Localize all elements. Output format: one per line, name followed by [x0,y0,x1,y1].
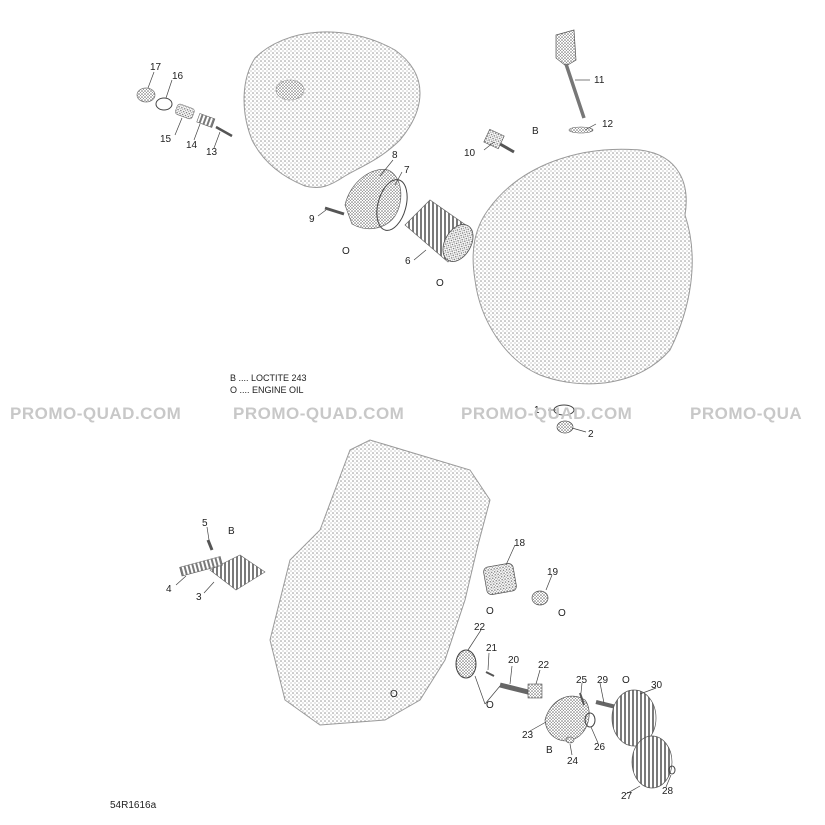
callout-18: 18 [514,538,526,549]
legend-engine-oil: O .... ENGINE OIL [230,385,304,395]
cover-boss [275,79,305,101]
callout-26: 26 [594,742,606,753]
callout-11: 11 [594,75,605,86]
callout-21: 21 [486,643,498,654]
rotor-22-left [455,649,477,679]
callout-12: 12 [602,119,614,130]
callout-b-10: B [532,126,539,137]
crankcase-cover [243,31,421,189]
crankcase-lower [269,439,491,726]
watermark-1: PROMO-QUAD.COM [10,404,182,423]
plug-17 [136,87,156,103]
callout-8: 8 [392,150,398,161]
callout-10: 10 [464,148,476,159]
seal-26 [584,712,596,728]
screw-9 [324,206,345,216]
seal-12 [568,126,594,134]
callout-9: 9 [309,214,315,225]
callout-o-29: O [622,675,630,686]
gear-27 [631,735,673,789]
callout-22-right: 22 [538,660,550,671]
o-ring-7 [376,179,408,231]
watermark-2: PROMO-QUAD.COM [233,404,405,423]
spring-14 [196,113,216,128]
crankcase-upper [472,148,693,385]
watermark-4: PROMO-QUA [690,404,803,423]
callout-numbers: 17 16 15 14 13 11 12 10 B 8 7 9 O 6 O 1 … [150,62,674,802]
spring-4 [179,556,223,577]
callout-3: 3 [196,592,202,603]
callout-16: 16 [172,71,184,82]
callout-19: 19 [547,567,559,578]
callout-22-left: 22 [474,622,486,633]
gear-30 [611,689,657,747]
callout-23: 23 [522,730,534,741]
pump-cover-18 [483,563,517,595]
o-ring-16 [155,97,173,111]
rotor-22-right [527,683,543,699]
plug-19 [531,590,549,606]
callout-29: 29 [597,675,609,686]
callout-17: 17 [150,62,162,73]
callout-o-19: O [558,608,566,619]
washer-24 [565,736,575,744]
piston-15 [175,103,195,120]
callout-b-5: B [228,526,235,537]
bolt-10 [483,128,515,154]
callout-6: 6 [405,256,411,267]
washer-28 [668,765,676,775]
callout-15: 15 [160,134,172,145]
pin-21 [485,671,495,677]
callout-30: 30 [651,680,663,691]
callout-24: 24 [567,756,579,767]
drain-plug-2 [556,420,574,434]
pin-13 [215,125,233,138]
callout-b-23: B [546,745,553,756]
callout-20: 20 [508,655,520,666]
callout-o-pump: O [486,700,494,711]
strainer-3 [209,554,266,591]
callout-o-6: O [436,278,444,289]
callout-o-crankcase: O [390,689,398,700]
callout-27: 27 [621,791,633,802]
diagram-reference: 54R1616a [110,800,157,811]
watermark-3: PROMO-QUAD.COM [461,404,633,423]
leader-lines [147,71,672,795]
callout-2: 2 [588,429,594,440]
callout-1: 1 [534,405,540,416]
oil-filter-cover-8 [344,169,402,230]
callout-13: 13 [206,147,218,158]
pump-housing-23 [544,695,590,742]
callout-25: 25 [576,675,588,686]
callout-o-18: O [486,606,494,617]
callout-o-8: O [342,246,350,257]
dipstick-11 [555,29,586,119]
legend: B .... LOCTITE 243 O .... ENGINE OIL [230,372,307,396]
legend-loctite: B .... LOCTITE 243 [230,373,307,383]
screw-5 [206,539,214,551]
callout-7: 7 [404,165,410,176]
callout-4: 4 [166,584,172,595]
callout-14: 14 [186,140,198,151]
oil-filter-6 [404,199,474,263]
pin-25 [579,692,585,706]
callout-28: 28 [662,786,674,797]
callout-5: 5 [202,518,208,529]
